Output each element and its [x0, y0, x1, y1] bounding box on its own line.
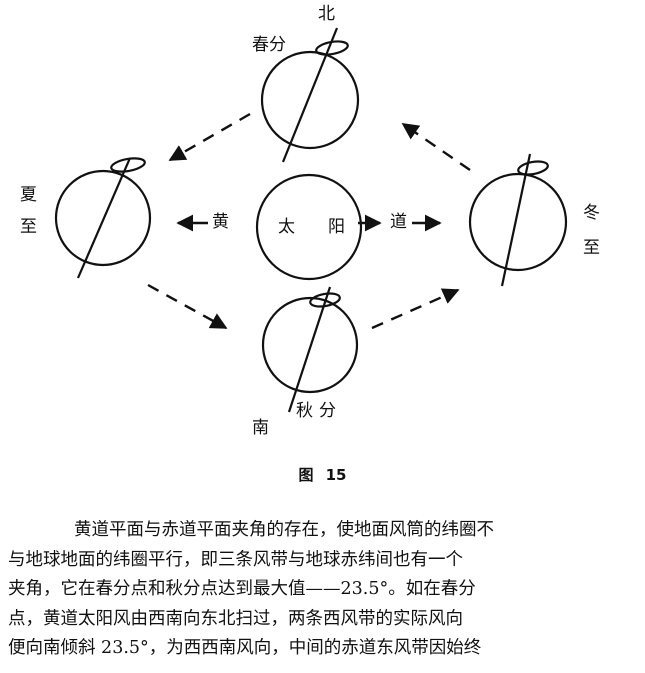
- label-summer-solstice-top: 夏: [20, 185, 37, 205]
- label-winter-solstice-top: 冬: [583, 203, 600, 223]
- sun-circle: [255, 173, 363, 281]
- orbit-path-bottom-right: [371, 288, 460, 330]
- earth-summer-solstice: [54, 169, 152, 267]
- earth-autumn-equinox: [261, 296, 359, 394]
- paragraph-line: 与地球地面的纬圈平行，即三条风带与地球赤纬间也有一个: [8, 549, 463, 570]
- rotation-summer: [110, 157, 146, 173]
- label-sun-right: 阳: [328, 217, 345, 237]
- label-winter-solstice-bottom: 至: [583, 238, 600, 258]
- earth-spring-equinox: [260, 50, 360, 150]
- paragraph-line: 便向南倾斜 23.5°，为西西南风向，中间的赤道东风带因始终: [8, 638, 482, 658]
- label-summer-solstice-bottom: 至: [20, 217, 37, 237]
- label-north: 北: [318, 4, 335, 24]
- rotation-winter: [517, 160, 549, 176]
- label-sun-left: 太: [278, 217, 295, 237]
- caption-number: 15: [325, 466, 347, 484]
- paragraph-line: 黄道平面与赤道平面夹角的存在，使地面风筒的纬圈不: [74, 520, 494, 540]
- orbit-path-right-top: [401, 123, 471, 171]
- axis-autumn: [287, 286, 332, 413]
- label-ecliptic-left: 黄: [212, 212, 229, 232]
- figure-caption: 图 15: [0, 464, 645, 485]
- axis-spring: [281, 27, 339, 163]
- label-ecliptic-right: 道: [390, 212, 407, 232]
- paragraph-line: 点，黄道太阳风由西南向东北扫过，两条西风带的实际风向: [8, 608, 463, 629]
- orbit-diagram: [54, 27, 568, 413]
- rotation-spring: [315, 40, 349, 56]
- rotation-autumn: [309, 292, 341, 308]
- label-spring-equinox: 春分: [252, 35, 286, 55]
- paragraph-line: 夹角，它在春分点和秋分点达到最大值——23.5°。如在春分: [8, 579, 476, 599]
- orbit-path-top-left: [168, 112, 251, 162]
- label-autumn-equinox: 秋分: [296, 401, 342, 421]
- axis-summer: [76, 157, 132, 279]
- caption-prefix: 图: [298, 466, 314, 484]
- earth-winter-solstice: [468, 172, 568, 272]
- axis-winter: [500, 153, 532, 287]
- orbit-path-left-bottom: [147, 283, 228, 330]
- label-south: 南: [252, 418, 269, 438]
- body-paragraph: 黄道平面与赤道平面夹角的存在，使地面风筒的纬圈不 与地球地面的纬圈平行，即三条风…: [8, 516, 640, 664]
